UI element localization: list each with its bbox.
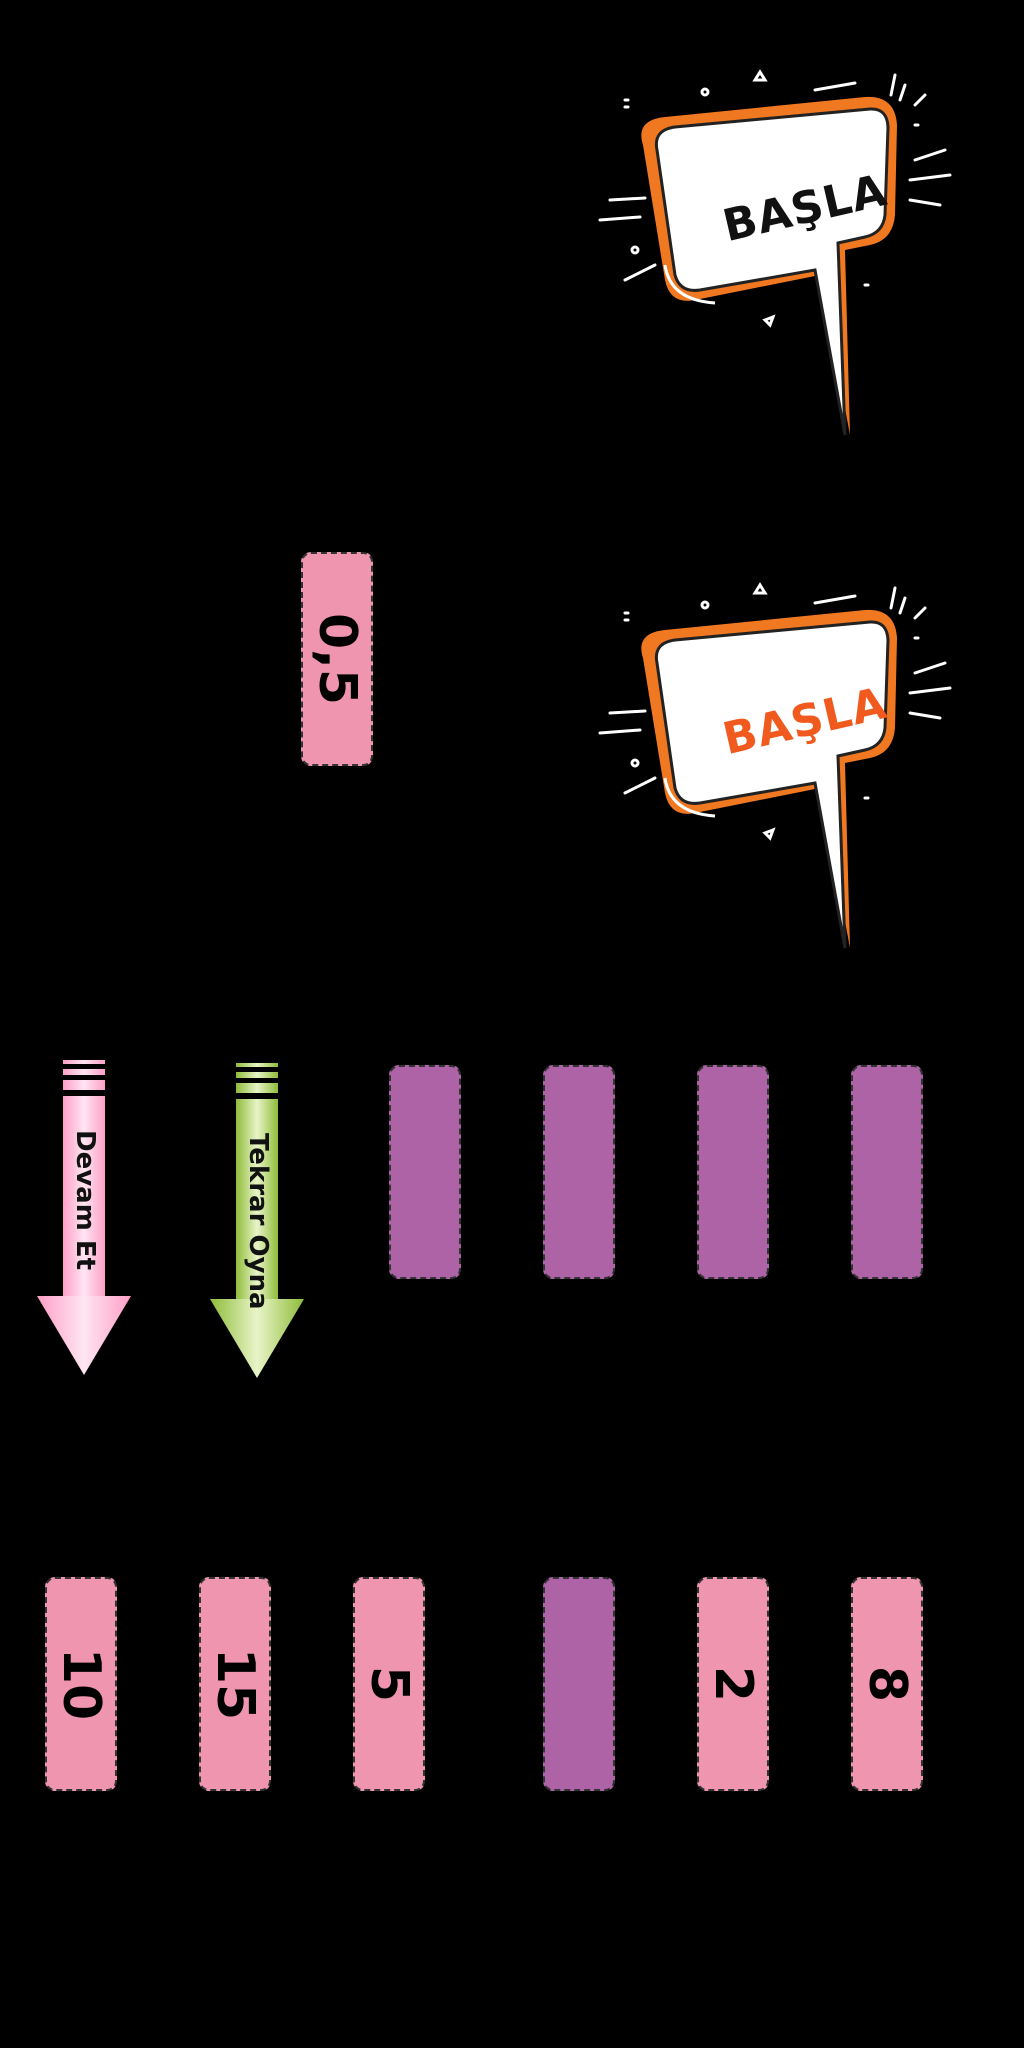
replay-button[interactable]: Tekrar Oyna <box>208 1063 308 1393</box>
start-button[interactable]: BAŞLA <box>595 65 955 445</box>
answer-slot[interactable] <box>389 1065 461 1279</box>
answer-slot[interactable] <box>851 1065 923 1279</box>
down-arrow-icon <box>37 1060 131 1375</box>
number-card[interactable]: 10 <box>45 1577 117 1791</box>
number-card[interactable]: 2 <box>697 1577 769 1791</box>
replay-label: Tekrar Oyna <box>243 1133 273 1310</box>
answer-slot[interactable] <box>543 1065 615 1279</box>
question-card: 0,5 <box>301 552 373 766</box>
number-card-value: 8 <box>857 1665 917 1703</box>
number-card-value: 15 <box>205 1647 265 1721</box>
number-card[interactable]: 15 <box>199 1577 271 1791</box>
speech-bubble-icon <box>598 69 952 436</box>
down-arrow-icon <box>210 1063 304 1378</box>
continue-label: Devam Et <box>70 1130 100 1271</box>
number-card-used[interactable] <box>543 1577 615 1791</box>
start-button-highlighted[interactable]: BAŞLA <box>595 578 955 958</box>
number-card[interactable]: 8 <box>851 1577 923 1791</box>
answer-slot[interactable] <box>697 1065 769 1279</box>
number-card-value: 5 <box>359 1665 419 1703</box>
number-card-value: 10 <box>51 1647 111 1721</box>
question-card-value: 0,5 <box>307 612 367 706</box>
number-card-value: 2 <box>703 1665 763 1703</box>
continue-button[interactable]: Devam Et <box>35 1060 135 1390</box>
number-card[interactable]: 5 <box>353 1577 425 1791</box>
speech-bubble-icon <box>598 582 952 949</box>
